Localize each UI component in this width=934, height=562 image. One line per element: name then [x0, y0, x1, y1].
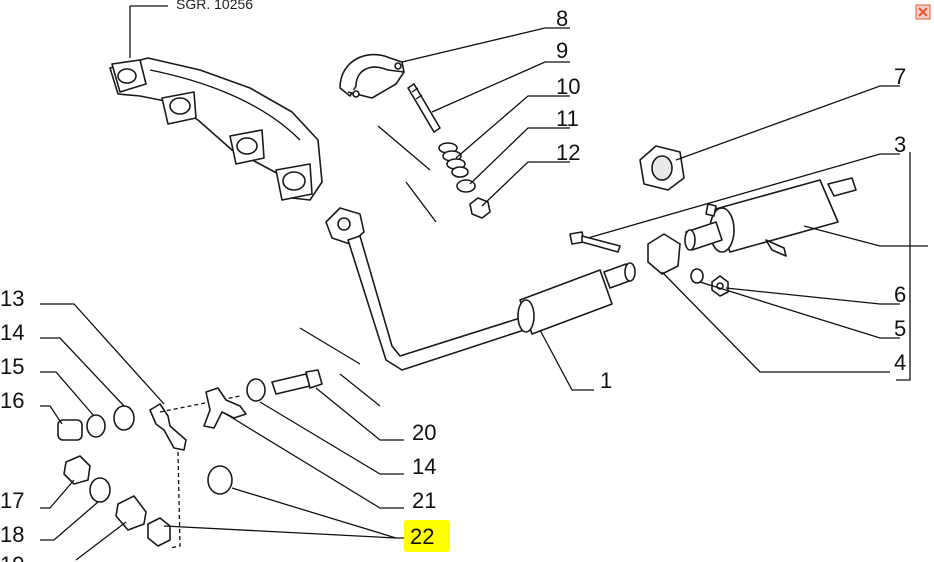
callout-4: 4 [894, 350, 906, 375]
break-mark [339, 373, 381, 407]
rubber-block-part-16 [57, 419, 83, 441]
washer-part-18 [89, 477, 111, 503]
rubber-ring-part-22b [207, 465, 233, 495]
close-icon[interactable] [915, 4, 931, 20]
washer-part-14a [113, 405, 135, 431]
flange-clamp-part-4 [647, 233, 681, 275]
bracket-part-21 [203, 387, 247, 429]
leader-lines [40, 27, 928, 561]
callout-3: 3 [894, 132, 906, 157]
callout-17: 17 [0, 488, 24, 513]
callout-21: 21 [412, 488, 436, 513]
dashed-outline [159, 395, 241, 549]
rear-silencer-part-3 [684, 177, 857, 257]
exhaust-manifold [109, 57, 323, 201]
front-pipe-part-1 [347, 235, 636, 371]
callout-18: 18 [0, 522, 24, 547]
callout-9: 9 [556, 38, 568, 63]
reference-code: SGR. 10256 [176, 0, 253, 12]
stud-part-9 [407, 83, 441, 133]
nut-part-17 [63, 455, 91, 485]
highlight-marker [404, 520, 450, 552]
callout-labels: 8 9 10 11 12 7 3 6 5 4 1 13 14 15 16 17 … [0, 6, 906, 562]
callout-5: 5 [894, 316, 906, 341]
nut-part-22a [147, 517, 171, 547]
spacer-part-19 [115, 495, 147, 531]
callout-12: 12 [556, 140, 580, 165]
washer-part-5 [690, 268, 704, 284]
u-clamp-part-8 [339, 53, 405, 99]
callout-14-right: 14 [412, 454, 436, 479]
break-mark [377, 125, 431, 171]
callout-22: 22 [410, 524, 434, 549]
callout-11: 11 [556, 106, 579, 131]
spring-part-10 [438, 142, 469, 178]
callout-16: 16 [0, 388, 24, 413]
washer-part-14b [246, 378, 266, 402]
callout-6: 6 [894, 282, 906, 307]
callout-20: 20 [412, 420, 436, 445]
hanger-bracket-part-13 [149, 403, 187, 451]
rubber-mount-part-7 [639, 145, 685, 191]
callout-15: 15 [0, 354, 24, 379]
callout-19: 19 [0, 552, 24, 562]
callout-8: 8 [556, 6, 568, 31]
callout-10: 10 [556, 74, 580, 99]
callout-7: 7 [894, 64, 906, 89]
break-mark [405, 181, 437, 223]
callout-13: 13 [0, 286, 24, 311]
callout-1: 1 [600, 368, 612, 393]
callout-14-left: 14 [0, 320, 24, 345]
bolt-part-20 [271, 369, 323, 395]
break-mark [299, 327, 361, 365]
bolt [569, 231, 621, 253]
washer-part-15 [86, 414, 106, 438]
